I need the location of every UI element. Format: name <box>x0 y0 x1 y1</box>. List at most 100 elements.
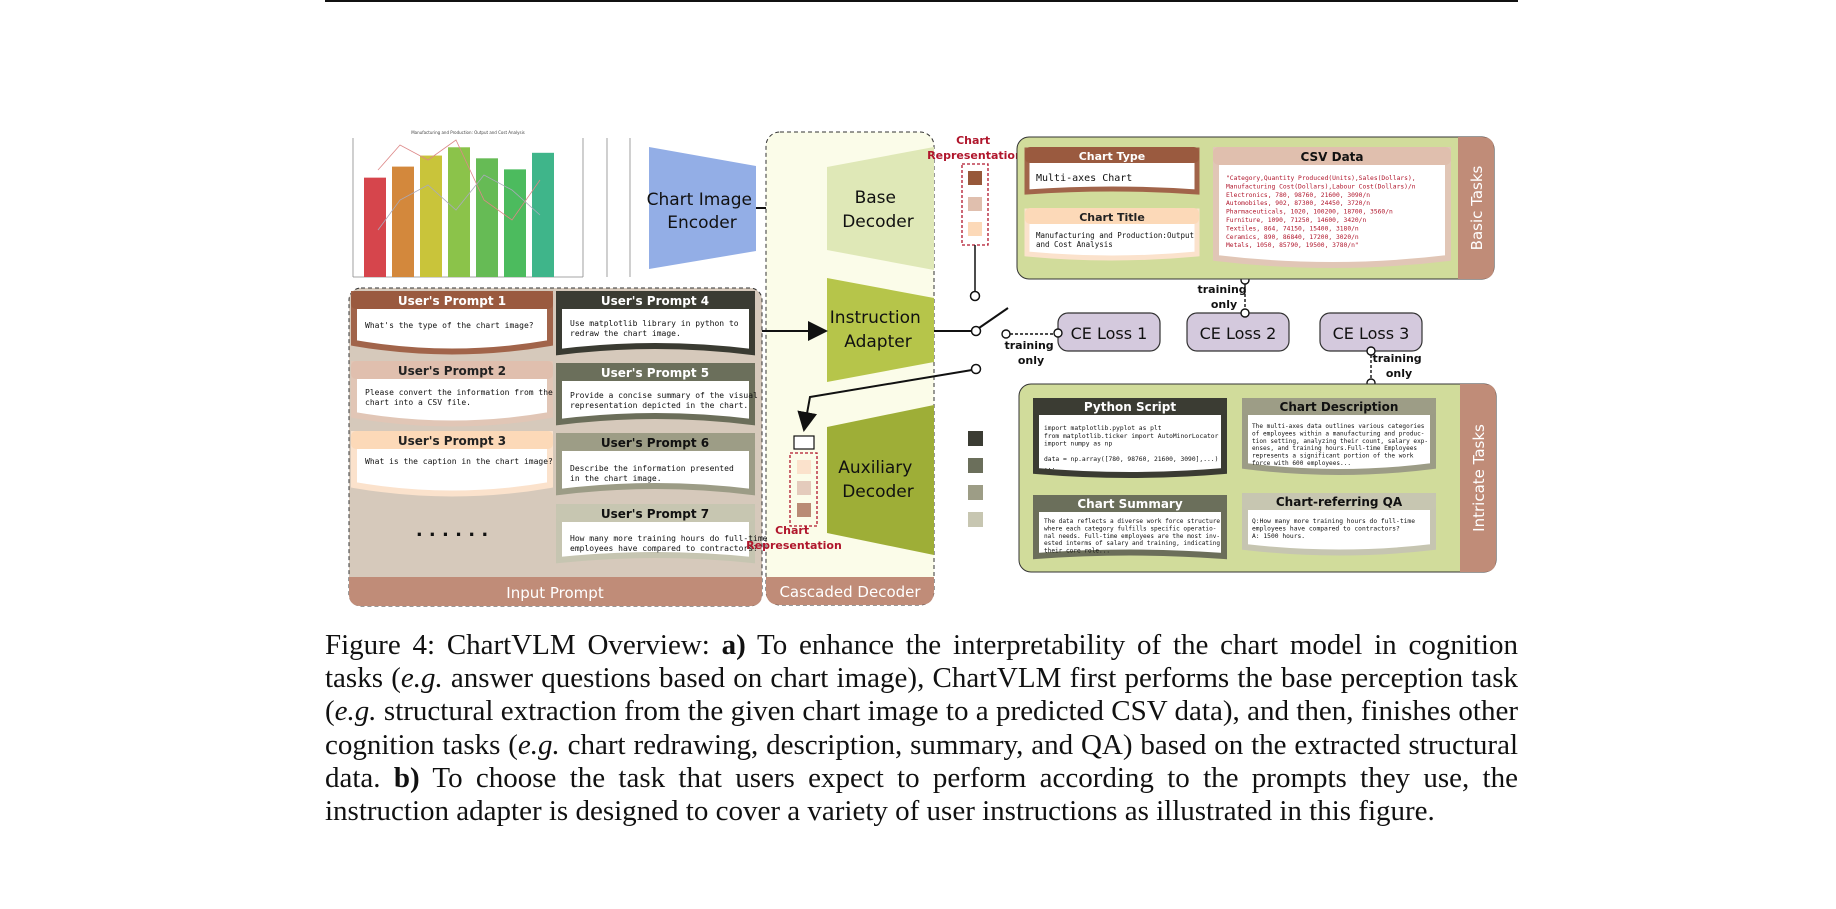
svg-text:Chart Description: Chart Description <box>1280 400 1399 414</box>
input-chart-image: Manufacturing and Production: Output and… <box>352 130 638 281</box>
svg-text:User's Prompt 7: User's Prompt 7 <box>601 507 709 521</box>
text-line: A: 1500 hours. <box>1252 533 1305 540</box>
svg-text:CSV Data: CSV Data <box>1300 150 1363 164</box>
prompt-4-text: Use matplotlib library in python to redr… <box>570 319 743 338</box>
svg-text:training only: training only <box>1197 283 1250 311</box>
text-line: The multi-axes data outlines various cat… <box>1252 423 1425 430</box>
prompt-7-text: How many more training hours do full-tim… <box>570 534 772 553</box>
svg-text:Basic Tasks: Basic Tasks <box>1468 165 1486 250</box>
text-line: "Category,Quantity Produced(Units),Sales… <box>1226 175 1416 182</box>
svg-text:training only: training only <box>1372 352 1425 380</box>
svg-text:CE Loss 3: CE Loss 3 <box>1333 324 1410 343</box>
user-prompt-card-1: User's Prompt 1 What's the type of the c… <box>351 291 553 355</box>
input-chart-title: Manufacturing and Production: Output and… <box>411 130 525 135</box>
text-line: Metals, 1050, 85790, 19500, 3780/n" <box>1226 242 1359 249</box>
auxiliary-decoder-label: Auxiliary Decoder <box>838 458 918 502</box>
chartvlm-overview-figure: Manufacturing and Production: Output and… <box>348 130 1497 607</box>
csv-data-card: CSV Data "Category,Quantity Produced(Uni… <box>1213 147 1451 268</box>
prompt-6-text: Describe the information presented in th… <box>570 464 739 483</box>
chart-title-card: Chart Title Manufacturing and Production… <box>1024 208 1200 261</box>
chart-representation-top: Chart Representation <box>927 134 1023 302</box>
svg-text:Chart Title: Chart Title <box>1079 211 1145 224</box>
svg-text:User's Prompt 1: User's Prompt 1 <box>398 294 506 308</box>
input-chart-bar <box>364 177 386 277</box>
user-prompt-card-3: User's Prompt 3 What is the caption in t… <box>351 431 553 497</box>
svg-text:Chart Representation: Chart Representation <box>927 134 1023 162</box>
instruction-adapter-label: Instruction Adapter <box>830 308 926 352</box>
prompt-5-text: Provide a concise summary of the visual … <box>570 391 763 410</box>
base-decoder-label: Base Decoder <box>842 188 914 232</box>
text-line: ested interms of salary and training, in… <box>1044 540 1220 547</box>
chart-description-lines: The multi-axes data outlines various cat… <box>1252 423 1428 467</box>
svg-text:Intricate Tasks: Intricate Tasks <box>1470 424 1488 532</box>
svg-text:Chart Type: Chart Type <box>1079 150 1146 163</box>
instruction-adapter-shape <box>827 278 934 382</box>
text-line: represents a significant portion of the … <box>1252 453 1414 460</box>
chart-image-encoder-shape <box>649 147 756 269</box>
svg-text:User's Prompt 2: User's Prompt 2 <box>398 364 506 378</box>
svg-text:Chart Summary: Chart Summary <box>1077 497 1182 511</box>
input-chart-bar <box>448 147 470 277</box>
prompt-2-text: Please convert the information from the … <box>365 388 558 407</box>
training-only-link-3: training only <box>1366 346 1425 388</box>
text-line: data = np.array([780, 98760, 21600, 3090… <box>1044 456 1218 463</box>
chart-description-card: Chart Description The multi-axes data ou… <box>1242 398 1436 475</box>
svg-text:Python Script: Python Script <box>1084 400 1176 414</box>
task-switch: training only <box>797 307 1057 432</box>
prompt-3-text: What is the caption in the chart image? <box>365 457 553 466</box>
training-only-link-2: training only <box>1197 275 1250 318</box>
text-line: nal needs. Full-time employees are the m… <box>1044 533 1220 540</box>
ce-loss-1: CE Loss 1 <box>1053 312 1161 352</box>
svg-text:User's Prompt 5: User's Prompt 5 <box>601 366 709 380</box>
svg-text:User's Prompt 4: User's Prompt 4 <box>601 294 709 308</box>
text-line: employees have compared to contractors? <box>1252 526 1400 533</box>
user-prompt-card-4: User's Prompt 4 Use matplotlib library i… <box>556 291 755 356</box>
input-chart-bar <box>476 158 498 277</box>
csv-data-lines: "Category,Quantity Produced(Units),Sales… <box>1226 175 1416 249</box>
chart-image-encoder-label: Chart Image Encoder <box>647 190 758 233</box>
svg-text:Chart Representation: Chart Representation <box>746 524 842 552</box>
text-line: Ceramics, 890, 86840, 17200, 3020/n <box>1226 234 1359 241</box>
top-rule <box>325 0 1518 2</box>
text-line: tion setting, analyzing their count, sal… <box>1252 438 1428 445</box>
text-line: of employees within a manufacturing and … <box>1252 430 1424 437</box>
text-line: The data reflects a diverse work force s… <box>1044 518 1220 525</box>
text-line: import numpy as np <box>1044 441 1112 448</box>
auxiliary-decoder-shape <box>827 405 934 555</box>
user-prompt-card-2: User's Prompt 2 Please convert the infor… <box>351 361 558 427</box>
python-script-card: Python Script import matplotlib.pyplot a… <box>1033 398 1227 478</box>
text-line: Furniture, 1090, 71250, 14600, 3420/n <box>1226 217 1366 224</box>
svg-text:User's Prompt 6: User's Prompt 6 <box>601 436 709 450</box>
svg-text:User's Prompt 3: User's Prompt 3 <box>398 434 506 448</box>
user-prompt-card-7: User's Prompt 7 How many more training h… <box>556 504 772 564</box>
text-line: import matplotlib.pyplot as plt <box>1044 425 1162 432</box>
text-line: Electronics, 780, 98760, 21600, 3090/n <box>1226 192 1370 199</box>
ce-loss-2: CE Loss 2 <box>1186 312 1290 352</box>
text-line: their core role... <box>1044 548 1110 555</box>
chart-summary-lines: The data reflects a diverse work force s… <box>1044 518 1220 555</box>
svg-text:Chart-referring QA: Chart-referring QA <box>1276 495 1403 509</box>
training-only-label-1: training only <box>1004 339 1057 367</box>
input-prompt-label: Input Prompt <box>506 584 604 602</box>
text-line: Q:How many more training hours do full-t… <box>1252 518 1415 525</box>
input-chart-bars <box>364 147 554 277</box>
text-line: Automobiles, 902, 87300, 24450, 3720/n <box>1226 200 1370 207</box>
text-line: Textiles, 864, 74150, 15400, 3180/n <box>1226 225 1359 232</box>
chart-qa-lines: Q:How many more training hours do full-t… <box>1252 518 1415 540</box>
text-line: where each category fulfills specific op… <box>1044 525 1216 532</box>
chart-representation-bottom: Chart Representation <box>746 435 842 552</box>
input-chart-bar <box>504 169 526 277</box>
text-line: force with 600 employees... <box>1252 460 1351 467</box>
text-line: Pharmaceuticals, 1020, 100200, 18700, 35… <box>1226 209 1393 216</box>
chart-type-card: Chart Type Multi-axes Chart <box>1024 147 1200 195</box>
input-chart-bar <box>532 152 554 277</box>
svg-text:CE Loss 2: CE Loss 2 <box>1200 324 1277 343</box>
chart-summary-card: Chart Summary The data reflects a divers… <box>1033 495 1227 560</box>
text-line: ... <box>1044 464 1055 471</box>
figure-caption: Figure 4: ChartVLM Overview: a) To enhan… <box>325 629 1519 828</box>
input-chart-bar <box>392 166 414 277</box>
svg-text:CE Loss 1: CE Loss 1 <box>1071 324 1148 343</box>
svg-text:Multi-axes Chart: Multi-axes Chart <box>1036 173 1132 184</box>
user-prompt-card-5: User's Prompt 5 Provide a concise summar… <box>556 363 763 426</box>
